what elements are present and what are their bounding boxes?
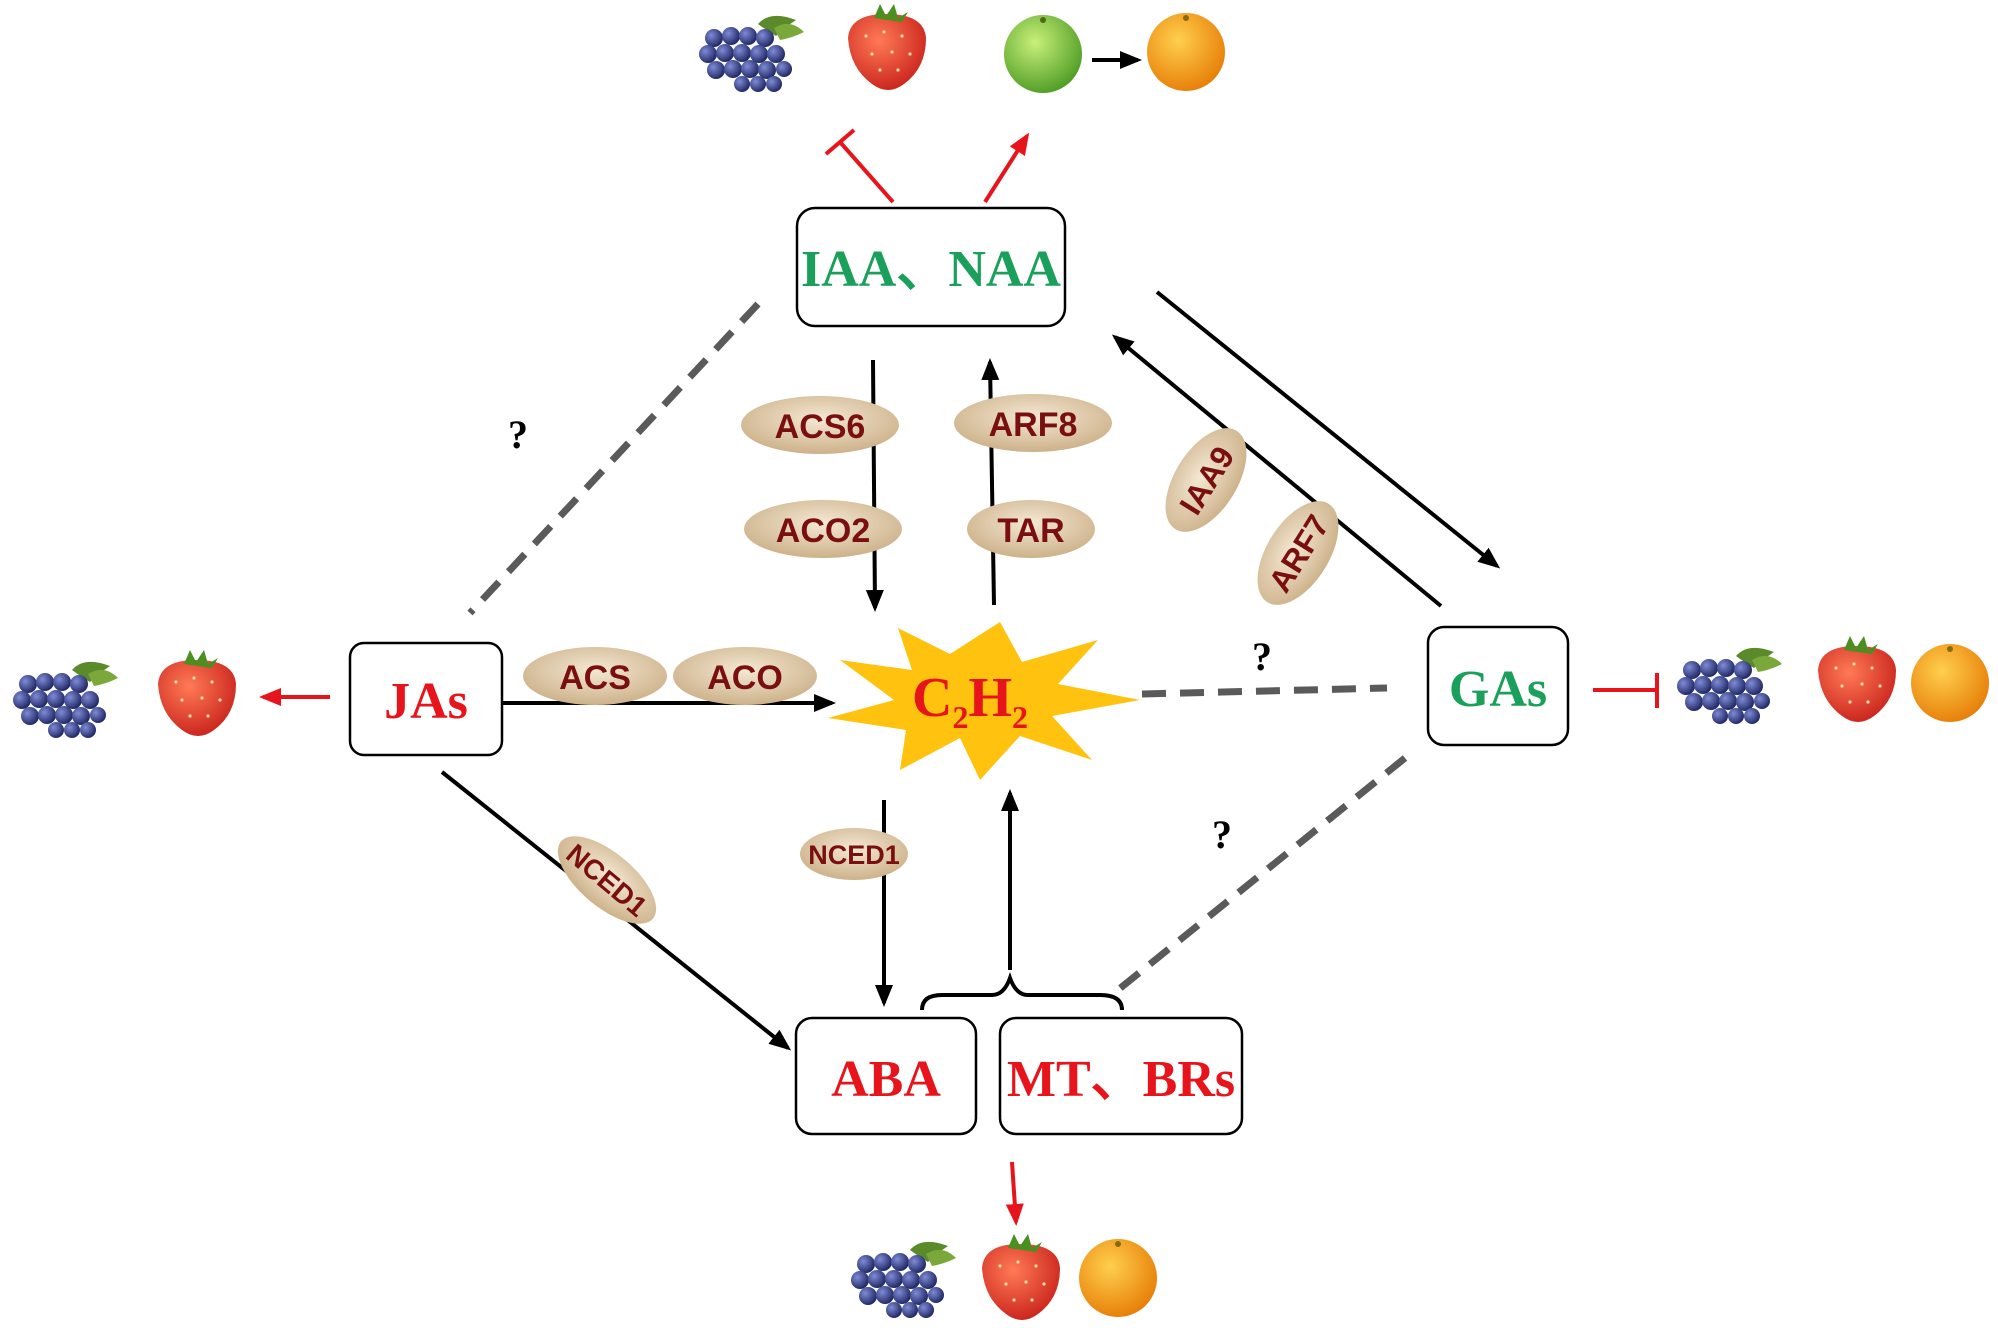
iaa-inhibit-top-left (838, 140, 895, 204)
aba-mt-promote-bottom (1005, 1161, 1024, 1226)
svg-text:ABA: ABA (831, 1051, 941, 1108)
iaa-to-gas-arrow (1155, 290, 1501, 569)
svg-text:NCED1: NCED1 (808, 840, 900, 870)
enzyme-aco2: ACO2 (744, 500, 902, 558)
gas-mt-brs-dashed-link (1110, 755, 1408, 997)
node-jas: JAs (348, 641, 504, 757)
ethylene-gas-dashed-link (1141, 684, 1388, 698)
enzyme-iaa9: IAA9 (1165, 428, 1247, 532)
fruit-effects (259, 51, 1659, 1226)
unknown-links: ? ? ? (467, 301, 1408, 997)
fruit-group-top-right (1004, 13, 1225, 93)
enzyme-nced1-left: NCED1 (557, 836, 657, 924)
node-gas: GAs (1426, 625, 1570, 747)
inhibit-bar (824, 128, 856, 156)
unknown-mark: ? (1212, 812, 1232, 857)
svg-text:TAR: TAR (997, 512, 1064, 550)
grape-bunch-icon (1677, 647, 1782, 724)
green-orange-icon (1004, 15, 1082, 93)
unknown-mark: ? (1252, 634, 1272, 679)
node-mt-brs: MT、BRs (998, 1016, 1244, 1136)
node-ethylene: C2H2 (828, 622, 1140, 780)
fruit-group-top-left (699, 4, 926, 92)
enzyme-tar: TAR (967, 500, 1095, 558)
aba-mt-brs-brace (920, 971, 1124, 1011)
unknown-mark: ? (508, 412, 528, 457)
fruit-group-right (1677, 636, 1989, 724)
ethylene-burst (828, 622, 1140, 780)
iaa-promote-top-right (983, 132, 1030, 204)
svg-text:JAs: JAs (384, 673, 468, 730)
svg-text:IAA、NAA: IAA、NAA (801, 241, 1061, 298)
ethylene-label: C2H2 (912, 667, 1028, 735)
orange-icon (1147, 13, 1225, 91)
svg-text:ACS: ACS (559, 659, 631, 697)
enzyme-aco: ACO (673, 647, 817, 705)
svg-text:ARF8: ARF8 (989, 406, 1078, 444)
fruit-group-left (13, 650, 236, 738)
orange-icon (1911, 644, 1989, 722)
iaa-to-ethylene-arrow (865, 359, 884, 612)
node-aba: ABA (794, 1016, 978, 1136)
svg-text:ACS6: ACS6 (775, 408, 866, 446)
grape-bunch-icon (699, 15, 804, 92)
enzyme-nced1-center: NCED1 (800, 828, 908, 880)
orange-icon (1079, 1239, 1157, 1317)
enzyme-acs6: ACS6 (741, 396, 899, 454)
node-iaa-naa: IAA、NAA (795, 206, 1067, 328)
strawberry-icon (848, 4, 926, 90)
enzyme-arf7: ARF7 (1257, 501, 1339, 605)
svg-text:ACO: ACO (707, 659, 783, 697)
grape-bunch-icon (13, 661, 118, 738)
svg-text:GAs: GAs (1449, 661, 1547, 718)
iaa-jas-dashed-link (467, 301, 761, 616)
fruit-group-bottom (851, 1234, 1157, 1320)
gas-to-iaa-arrow (1111, 334, 1443, 608)
enzyme-acs: ACS (523, 647, 667, 705)
strawberry-icon (158, 650, 236, 736)
enzyme-arf8: ARF8 (954, 394, 1112, 452)
strawberry-icon (982, 1234, 1060, 1320)
grape-bunch-icon (851, 1241, 956, 1318)
svg-text:ACO2: ACO2 (776, 512, 870, 550)
svg-text:MT、BRs: MT、BRs (1007, 1051, 1235, 1108)
strawberry-icon (1818, 636, 1896, 722)
